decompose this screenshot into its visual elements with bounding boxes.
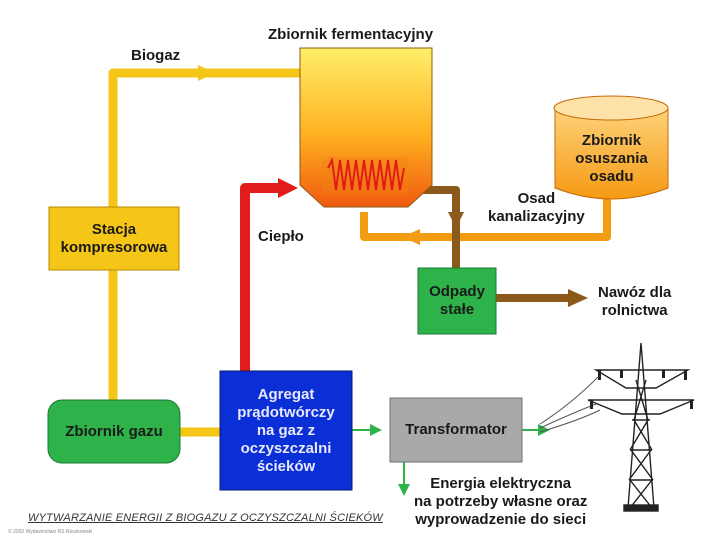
drying-tank (553, 95, 669, 200)
biogas-arrow (198, 65, 215, 81)
transmission-tower-icon (587, 342, 695, 512)
waste-line-1: Odpady (429, 283, 485, 300)
gas-tank-label: Zbiornik gazu (65, 422, 163, 440)
copyright-note: © 2002 Wydawnictwo RS Roszkowski (8, 529, 93, 535)
drying-tank-label: Zbiornik osuszania osadu (555, 128, 668, 190)
waste-line-2: stałe (439, 301, 475, 318)
solid-waste-box (417, 267, 497, 335)
generator-box (219, 370, 353, 491)
energy-line-3: wyprowadzenie do sieci (415, 511, 587, 528)
sewage-sludge-label: Osad kanalizacyjny (488, 190, 585, 226)
fermentation-tank-title: Zbiornik fermentacyjny (268, 26, 434, 43)
transformer-box (389, 397, 523, 463)
sludge-arrow (402, 229, 420, 245)
power-line (352, 429, 540, 486)
generator-line-3: na gaz z (256, 421, 316, 439)
fermentation-tank (299, 47, 433, 208)
heat-pipe (240, 183, 280, 372)
biogas-label: Biogaz (131, 47, 181, 64)
compressor-line-1: Stacja (91, 220, 137, 238)
heating-coil-icon (327, 156, 405, 191)
solid-waste-label: Odpady stałe (418, 268, 496, 334)
compressor-line-2: kompresorowa (60, 238, 168, 256)
sludge-pipe (360, 198, 611, 241)
drying-line-3: osadu (589, 168, 634, 185)
generator-line-4: oczyszczalni (240, 439, 332, 457)
electric-energy-label: Energia elektryczna na potrzeby własne o… (414, 475, 587, 529)
generator-label: Agregat prądotwórczy na gaz z oczyszczal… (220, 371, 352, 490)
heat-label: Ciepło (258, 228, 304, 245)
compressor-station-label: Stacja kompresorowa (49, 207, 179, 270)
power-arrow-right (370, 424, 382, 436)
drying-line-2: osuszania (575, 150, 648, 167)
energy-line-1: Energia elektryczna (430, 475, 572, 492)
power-arrow-down (398, 484, 410, 496)
insulator-icons (590, 370, 693, 409)
fertilizer-line-1: Nawóz dla (598, 284, 672, 301)
generator-line-2: prądotwórczy (237, 403, 335, 421)
biogas-pipe (108, 68, 300, 437)
waste-arrow-right (568, 289, 588, 307)
gas-tank-box (47, 399, 181, 464)
energy-line-2: na potrzeby własne oraz (414, 493, 588, 510)
fertilizer-label: Nawóz dla rolnictwa (598, 284, 671, 320)
sludge-line-1: Osad (517, 190, 556, 207)
sludge-line-2: kanalizacyjny (488, 208, 585, 225)
waste-arrow-down (448, 212, 464, 228)
drying-line-1: Zbiornik (581, 132, 642, 149)
generator-line-5: ścieków (256, 457, 316, 475)
heat-arrow (278, 178, 298, 198)
compressor-station-box (48, 206, 180, 271)
footer-caption: WYTWARZANIE ENERGII Z BIOGAZU Z OCZYSZCZ… (28, 512, 383, 524)
transformer-label: Transformator (405, 421, 507, 438)
generator-line-1: Agregat (257, 385, 315, 403)
fertilizer-line-2: rolnictwa (601, 302, 668, 319)
